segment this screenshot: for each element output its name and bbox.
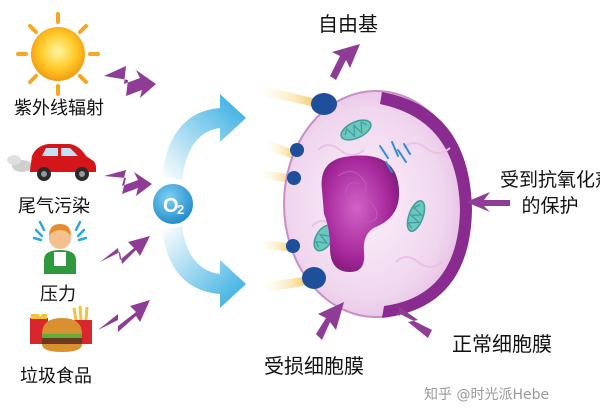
oxygen-subscript: 2: [177, 202, 184, 217]
stress-arrow: [100, 236, 150, 264]
label-exhaust-pollution: 尾气污染: [18, 196, 90, 217]
label-normal-membrane: 正常细胞膜: [452, 332, 552, 356]
label-antioxidant-protection: 受到抗氧化剂 的保护: [500, 168, 600, 219]
oxygen-node: O 2: [151, 182, 195, 226]
label-damaged-membrane: 受损细胞膜: [264, 354, 364, 378]
label-arrows: [316, 44, 510, 340]
exhaust-arrow: [104, 170, 152, 196]
label-uv-radiation: 紫外线辐射: [14, 98, 104, 119]
oxygen-label: O: [163, 195, 179, 217]
label-antioxidant-line2: 的保护: [521, 194, 579, 217]
uv-arrow: [104, 66, 156, 98]
label-free-radical: 自由基: [318, 12, 378, 36]
label-antioxidant-line1: 受到抗氧化剂: [500, 169, 600, 191]
source-arrows: [98, 66, 156, 332]
food-arrow: [98, 300, 150, 332]
nucleus: [321, 155, 400, 272]
cyan-arrows: [162, 94, 246, 308]
free-radical-arrow: [330, 44, 360, 80]
label-junk-food: 垃圾食品: [20, 366, 92, 387]
chromatin: [337, 171, 378, 223]
cell: [258, 86, 472, 318]
label-stress: 压力: [40, 284, 76, 305]
stressed-person-icon: [32, 220, 88, 274]
normal-membrane-arrow: [392, 306, 432, 338]
antioxidant-arrow: [466, 192, 510, 212]
lower-cyan-arrow: [162, 226, 246, 308]
upper-cyan-arrow: [162, 94, 246, 180]
dna-fragments: [379, 141, 411, 173]
damaged-membrane-arrow: [316, 302, 344, 340]
free-radicals: [286, 93, 337, 289]
junk-food-icon: [30, 305, 92, 352]
sun-icon: [16, 12, 100, 96]
watermark: 知乎 @时光派Hebe: [424, 387, 550, 403]
car-icon: [7, 144, 96, 181]
